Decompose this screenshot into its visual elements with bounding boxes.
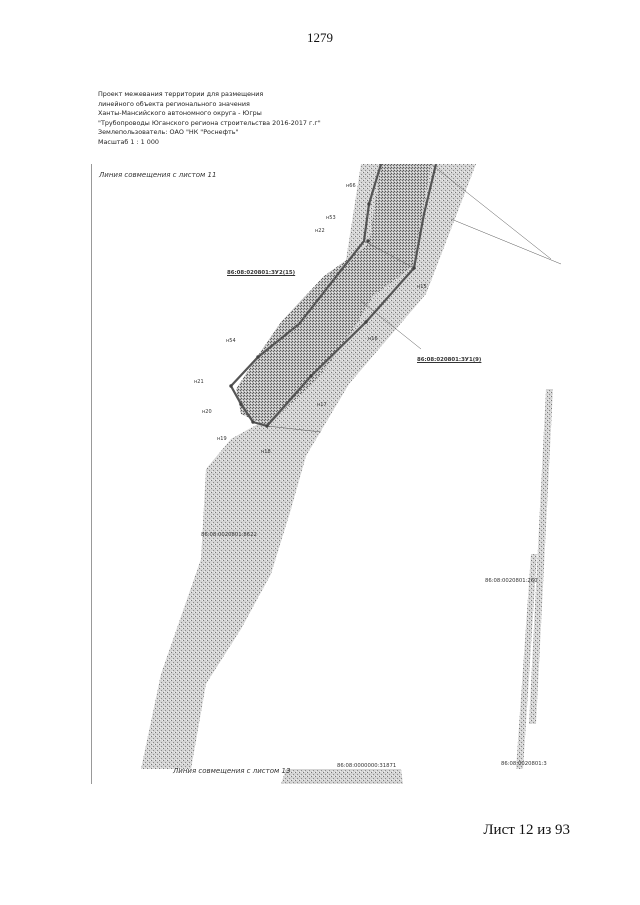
boundary-line: [450, 218, 561, 265]
point-label: н16: [368, 336, 378, 342]
header-line: Масштаб 1 : 1 000: [98, 137, 159, 146]
point-label: н22: [315, 228, 325, 234]
parcel-label: 86:08:020801:ЗУ1(9): [417, 357, 482, 363]
right-strip: [529, 389, 553, 724]
right-strip: [516, 554, 537, 769]
point-label: н15: [417, 284, 427, 290]
bottom-strip: [281, 769, 403, 784]
header-line: "Трубопроводы Юганского региона строител…: [98, 118, 321, 127]
link-line-label-bottom: Линия совмещения с листом 13: [173, 767, 291, 775]
map-drawing: Линия совмещения с листом 11 Линия совме…: [91, 164, 561, 784]
parcel-label: 86:08:020801:ЗУ2(15): [227, 270, 296, 276]
map-graphics: [91, 164, 561, 784]
cadastral-label: 86:08:0020801:8622: [201, 532, 257, 538]
corridor-band: [141, 164, 476, 769]
boundary-line: [363, 240, 415, 269]
parcel-boundary: [266, 164, 438, 427]
point-label: н20: [202, 409, 212, 415]
cadastral-label: 86:08:0020801:260: [485, 578, 538, 584]
boundary-line: [266, 425, 322, 433]
page-number: 1279: [307, 30, 333, 45]
point-label: н53: [326, 215, 336, 221]
point-label: н17: [317, 402, 327, 408]
point-label: н18: [261, 449, 271, 455]
point-label: н54: [226, 338, 236, 344]
point-label: н66: [346, 183, 356, 189]
cadastral-label: 86:08:0000000:31871: [337, 763, 397, 769]
boundary-line: [360, 300, 422, 350]
parcel-zu2: [236, 164, 431, 426]
document-header: Проект межевания территории для размещен…: [98, 90, 418, 148]
sheet-number: Лист 12 из 93: [483, 822, 570, 838]
header-line: Проект межевания территории для размещен…: [98, 90, 264, 98]
boundary-line: [430, 164, 552, 260]
point-label: н19: [217, 436, 227, 442]
header-line: Ханты-Мансийского автономного округа - Ю…: [98, 109, 262, 118]
header-line: линейного объекта регионального значения: [98, 99, 250, 108]
vertex-markers: [229, 202, 416, 428]
header-line: Землепользователь: ОАО "НК "Роснефть": [98, 128, 239, 137]
cadastral-label: 86:08:0020801:3: [501, 761, 547, 767]
link-line-label-top: Линия совмещения с листом 11: [99, 171, 217, 179]
point-label: н21: [194, 379, 204, 385]
